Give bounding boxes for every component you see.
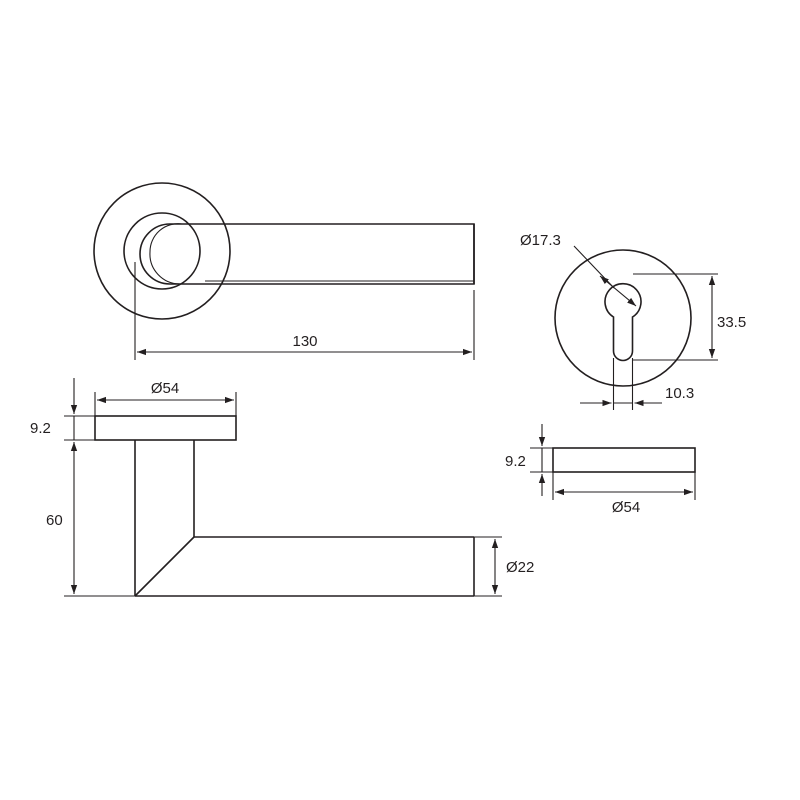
dimension-rose-thickness-left: 9.2 [30, 378, 95, 441]
dimension-rose-thickness-right: 9.2 [505, 424, 553, 496]
escutcheon-outer-circle [554, 249, 692, 387]
keyhole-diameter-label: Ø17.3 [520, 232, 561, 249]
keyhole-width-label: 10.3 [665, 385, 694, 402]
dimension-length: 130 [134, 262, 475, 360]
rose-thickness-right-label: 9.2 [505, 453, 526, 470]
rose-outer-circle [93, 182, 231, 320]
rose-thickness-left-label: 9.2 [30, 420, 51, 437]
escutcheon-side-view [552, 447, 696, 473]
rose-diameter-right-label: Ø54 [612, 499, 640, 516]
lever-bend-diagonal [134, 536, 195, 597]
length-label: 130 [292, 333, 317, 350]
dimension-rose-diameter-top: Ø54 [94, 380, 237, 416]
height-label: 60 [46, 512, 63, 529]
dimension-keyhole-diameter: Ø17.3 [520, 232, 637, 307]
dimension-keyhole-width: 10.3 [580, 358, 694, 410]
dimension-lever-diameter: Ø22 [474, 536, 534, 597]
dimension-height: 60 [46, 442, 135, 597]
dimension-rose-diameter-right: Ø54 [552, 472, 696, 516]
dimension-keyhole-height: 33.5 [633, 273, 746, 361]
lever-outline [139, 223, 475, 285]
escutcheon-front-view [554, 249, 692, 387]
keyhole-height-label: 33.5 [717, 314, 746, 331]
rose-diameter-top-label: Ø54 [151, 380, 179, 397]
lever-diameter-label: Ø22 [506, 559, 534, 576]
top-view-handle [93, 182, 475, 320]
rose-side-rect [94, 415, 237, 441]
escutcheon-side-rect [552, 447, 696, 473]
lever-return-curve [149, 223, 183, 285]
side-view-handle [94, 415, 475, 597]
rose-inner-circle [123, 212, 201, 290]
